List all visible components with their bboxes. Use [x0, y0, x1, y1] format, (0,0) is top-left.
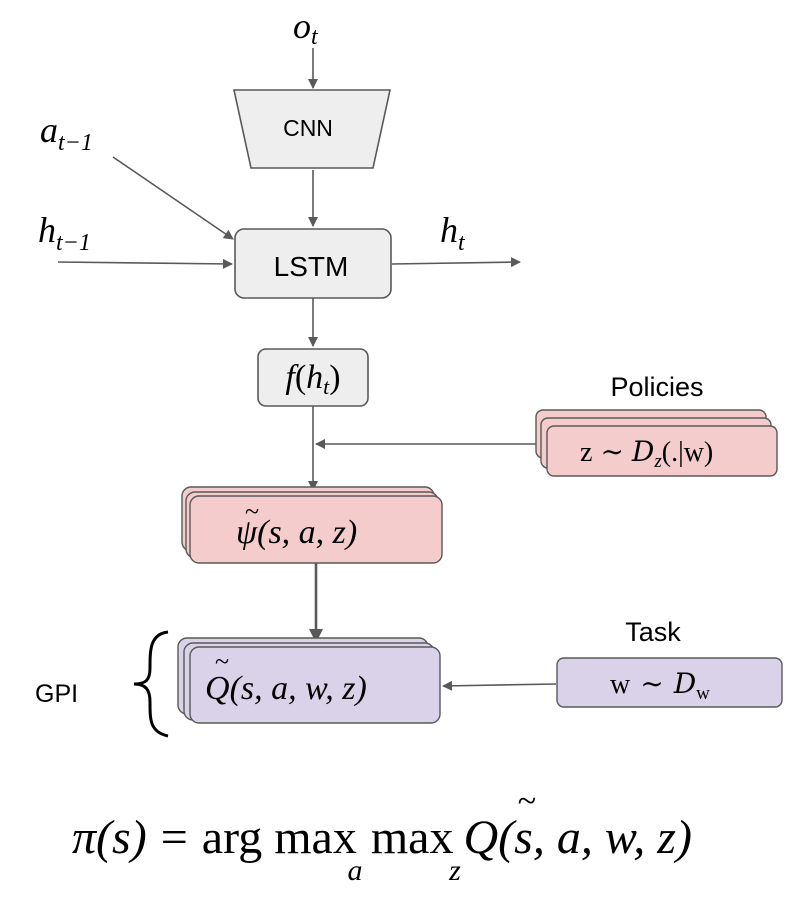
sf-tilde: ~: [245, 497, 259, 526]
arrow-action-to-lstm: [112, 156, 234, 240]
formula-tilde: ~: [518, 783, 536, 820]
label-prev-hidden: ht−1: [38, 210, 91, 256]
policies-block: [546, 425, 778, 477]
formula-sub-a: a: [348, 854, 363, 887]
sf-block: [189, 495, 443, 564]
sf-label: ψ(s, a, z): [236, 514, 357, 551]
formula-sub-z: z: [448, 854, 461, 887]
cnn-label: CNN: [283, 115, 333, 141]
arrow-lstm-to-hidden-out: [391, 257, 521, 268]
label-hidden-out: ht: [440, 210, 466, 256]
lstm-block: [234, 228, 392, 299]
label-observation: ot: [293, 6, 319, 50]
lstm-label: LSTM: [274, 251, 349, 282]
cnn-block: [233, 89, 391, 169]
features-label: f(ht): [285, 359, 340, 399]
task-heading: Task: [625, 617, 681, 647]
arrow-hidden-to-lstm: [57, 258, 233, 269]
label-prev-action: at−1: [40, 110, 93, 156]
policies-heading: Policies: [610, 372, 703, 402]
gpi-label: GPI: [35, 680, 78, 708]
q-label: Q(s, a, w, z): [205, 670, 367, 707]
q-block: [189, 646, 441, 724]
policies-formula: z∼Dz(.|w): [580, 435, 713, 472]
q-tilde: ~: [215, 647, 229, 676]
arrow-task-to-q: [442, 680, 557, 691]
features-block: [257, 348, 369, 407]
task-formula: w∼Dw: [610, 667, 710, 704]
gpi-brace: [133, 630, 169, 738]
task-block: [556, 657, 783, 708]
